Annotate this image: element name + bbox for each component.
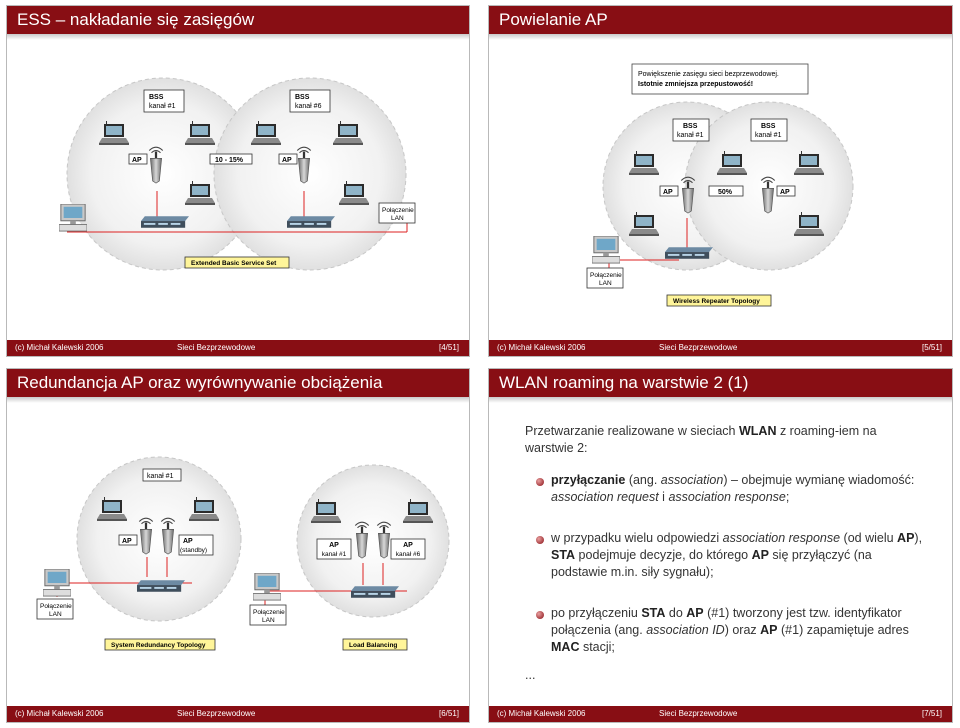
- bss-right-channel: kanał #6: [295, 103, 322, 110]
- title-shadow: [7, 397, 469, 403]
- switch-icon: [137, 580, 185, 592]
- bullet-icon: [536, 478, 544, 486]
- slide-redundancy: Redundancja AP oraz wyrównywanie obciąże…: [6, 368, 470, 723]
- bss-right-channel: kanał #1: [755, 132, 782, 139]
- footer-page: [4/51]: [438, 343, 459, 352]
- repeater-diagram: Powiększenie zasięgu sieci bezprzewodowe…: [586, 63, 854, 307]
- bullet-icon: [536, 536, 544, 544]
- switch-icon: [665, 247, 713, 259]
- diagram-caption: Extended Basic Service Set: [191, 260, 277, 267]
- footer-course: Sieci Bezprzewodowe: [659, 709, 738, 718]
- ap-right-label: AP: [282, 157, 292, 164]
- desktop-icon: [253, 573, 281, 601]
- footer-page: [5/51]: [921, 343, 942, 352]
- lan-left-label-1: Połączenie: [40, 603, 72, 610]
- title-shadow: [489, 34, 952, 40]
- bullet-2: w przypadku wielu odpowiedzi association…: [551, 531, 923, 579]
- lan-left-label-2: LAN: [49, 611, 62, 618]
- lan-label-1: Połączenie: [590, 272, 622, 279]
- slide-footer: (c) Michał Kalewski 2006 Sieci Bezprzewo…: [7, 706, 469, 722]
- footer-page: [6/51]: [438, 709, 459, 718]
- slide-title: Redundancja AP oraz wyrównywanie obciąże…: [7, 369, 469, 397]
- footer-author: (c) Michał Kalewski 2006: [497, 343, 586, 352]
- footer-author: (c) Michał Kalewski 2006: [15, 709, 104, 718]
- ap-left-label: AP: [663, 189, 673, 196]
- caption-right: Load Balancing: [349, 642, 397, 649]
- ap-b-label: AP: [183, 538, 193, 545]
- lan-label-1: Połączenie: [382, 207, 414, 214]
- desktop-icon: [592, 236, 620, 264]
- slide-title: Powielanie AP: [489, 6, 952, 34]
- bss-left-name: BSS: [149, 94, 164, 101]
- bullet-icon: [536, 611, 544, 619]
- ap-d-channel: kanał #6: [396, 551, 421, 558]
- bullet-1: przyłączanie (ang. association) – obejmu…: [551, 473, 915, 504]
- footer-author: (c) Michał Kalewski 2006: [497, 709, 586, 718]
- switch-icon: [141, 216, 189, 228]
- bss-left-channel: kanał #1: [677, 132, 704, 139]
- overlap-label: 50%: [718, 189, 733, 196]
- footer-course: Sieci Bezprzewodowe: [659, 343, 738, 352]
- footer-course: Sieci Bezprzewodowe: [177, 709, 256, 718]
- slide-roaming: WLAN roaming na warstwie 2 (1) Przetwarz…: [488, 368, 953, 723]
- slide-footer: (c) Michał Kalewski 2006 Sieci Bezprzewo…: [7, 340, 469, 356]
- title-shadow: [7, 34, 469, 40]
- ap-d-label: AP: [403, 542, 413, 549]
- slide-title: ESS – nakładanie się zasięgów: [7, 6, 469, 34]
- ap-right-label: AP: [780, 189, 790, 196]
- lan-right-label-2: LAN: [262, 617, 275, 624]
- slide-repeater: Powielanie AP Powiększenie zasięgu sieci…: [488, 5, 953, 357]
- slide-ess: ESS – nakładanie się zasięgów BSS kanał …: [6, 5, 470, 357]
- ap-a-label: AP: [122, 538, 132, 545]
- ap-left-label: AP: [132, 157, 142, 164]
- footer-author: (c) Michał Kalewski 2006: [15, 343, 104, 352]
- diagram-caption: Wireless Repeater Topology: [673, 298, 760, 305]
- bullet-3: po przyłączeniu STA do AP (#1) tworzony …: [551, 606, 909, 654]
- redundancy-diagram: kanał #1 AP AP (standby) AP kanał #1 AP …: [36, 456, 450, 651]
- lan-right-label-1: Połączenie: [253, 609, 285, 616]
- desktop-icon: [43, 569, 71, 597]
- overlap-label: 10 - 15%: [215, 157, 244, 164]
- intro-paragraph: Przetwarzanie realizowane w sieciach WLA…: [525, 424, 877, 455]
- switch-icon: [287, 216, 335, 228]
- ap-c-label: AP: [329, 542, 339, 549]
- slide-footer: (c) Michał Kalewski 2006 Sieci Bezprzewo…: [489, 340, 952, 356]
- lan-label-2: LAN: [391, 215, 404, 222]
- standby-label: (standby): [180, 547, 207, 554]
- bss-left-channel: kanał #1: [149, 103, 176, 110]
- switch-icon: [351, 586, 399, 598]
- lan-label-2: LAN: [599, 280, 612, 287]
- channel-top-label: kanał #1: [147, 473, 174, 480]
- ess-diagram: BSS kanał #1 BSS kanał #6 AP 10 - 15% AP…: [59, 77, 416, 271]
- title-shadow: [489, 397, 952, 403]
- ap-c-channel: kanał #1: [322, 551, 347, 558]
- bss-right-name: BSS: [295, 94, 310, 101]
- footer-page: [7/51]: [921, 709, 942, 718]
- ellipsis: ...: [525, 668, 536, 682]
- desktop-icon: [59, 204, 87, 232]
- slide-body: Przetwarzanie realizowane w sieciach WLA…: [489, 369, 952, 722]
- footer-course: Sieci Bezprzewodowe: [177, 343, 256, 352]
- slide-title: WLAN roaming na warstwie 2 (1): [489, 369, 952, 397]
- slide-footer: (c) Michał Kalewski 2006 Sieci Bezprzewo…: [489, 706, 952, 722]
- bss-left-name: BSS: [683, 123, 698, 130]
- note-line-1: Powiększenie zasięgu sieci bezprzewodowe…: [638, 71, 779, 78]
- bss-right-name: BSS: [761, 123, 776, 130]
- note-line-2: Istotnie zmniejsza przepustowość!: [638, 81, 753, 88]
- caption-left: System Redundancy Topology: [111, 642, 206, 649]
